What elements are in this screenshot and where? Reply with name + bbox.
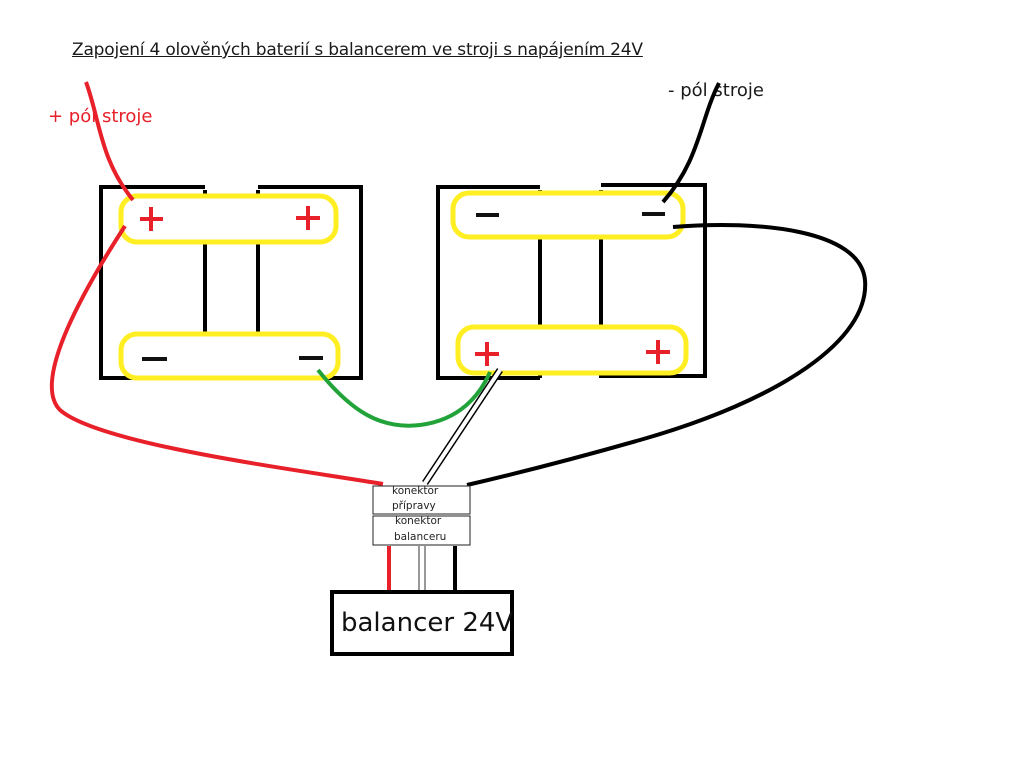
bridge-wire [316,368,492,428]
balancer-label: balancer 24V [341,608,514,638]
positive-pole-label: + pól stroje [48,106,153,127]
balancer-connector-label-line1: konektor [395,515,442,527]
negative-machine-wire [661,82,721,204]
positive-terminals [140,206,670,366]
jumper-right-bottom [455,324,689,376]
diagram-title: Zapojení 4 olověných baterií s balancere… [72,40,643,60]
positive-balancer-wire [49,224,384,486]
balancer-box [330,590,514,656]
plus-icon [646,340,670,364]
balancer-connector-label-line2: balanceru [394,531,447,543]
positive-machine-wire [84,81,135,202]
plus-icon [475,342,499,366]
jumper-left-top [118,193,339,245]
negative-terminals [142,212,665,361]
balancer-lead-mid [418,546,426,592]
balancer-connector [372,515,471,546]
negative-balancer-wire [466,223,868,487]
jumper-right-top [450,190,686,240]
device-connector-label-line1: konektor [392,485,439,497]
plus-icon [296,206,320,230]
device-connector-label-line2: přípravy [392,500,436,512]
jumper-left-bottom [118,331,341,381]
device-connector [372,485,471,515]
plus-icon [140,207,163,231]
